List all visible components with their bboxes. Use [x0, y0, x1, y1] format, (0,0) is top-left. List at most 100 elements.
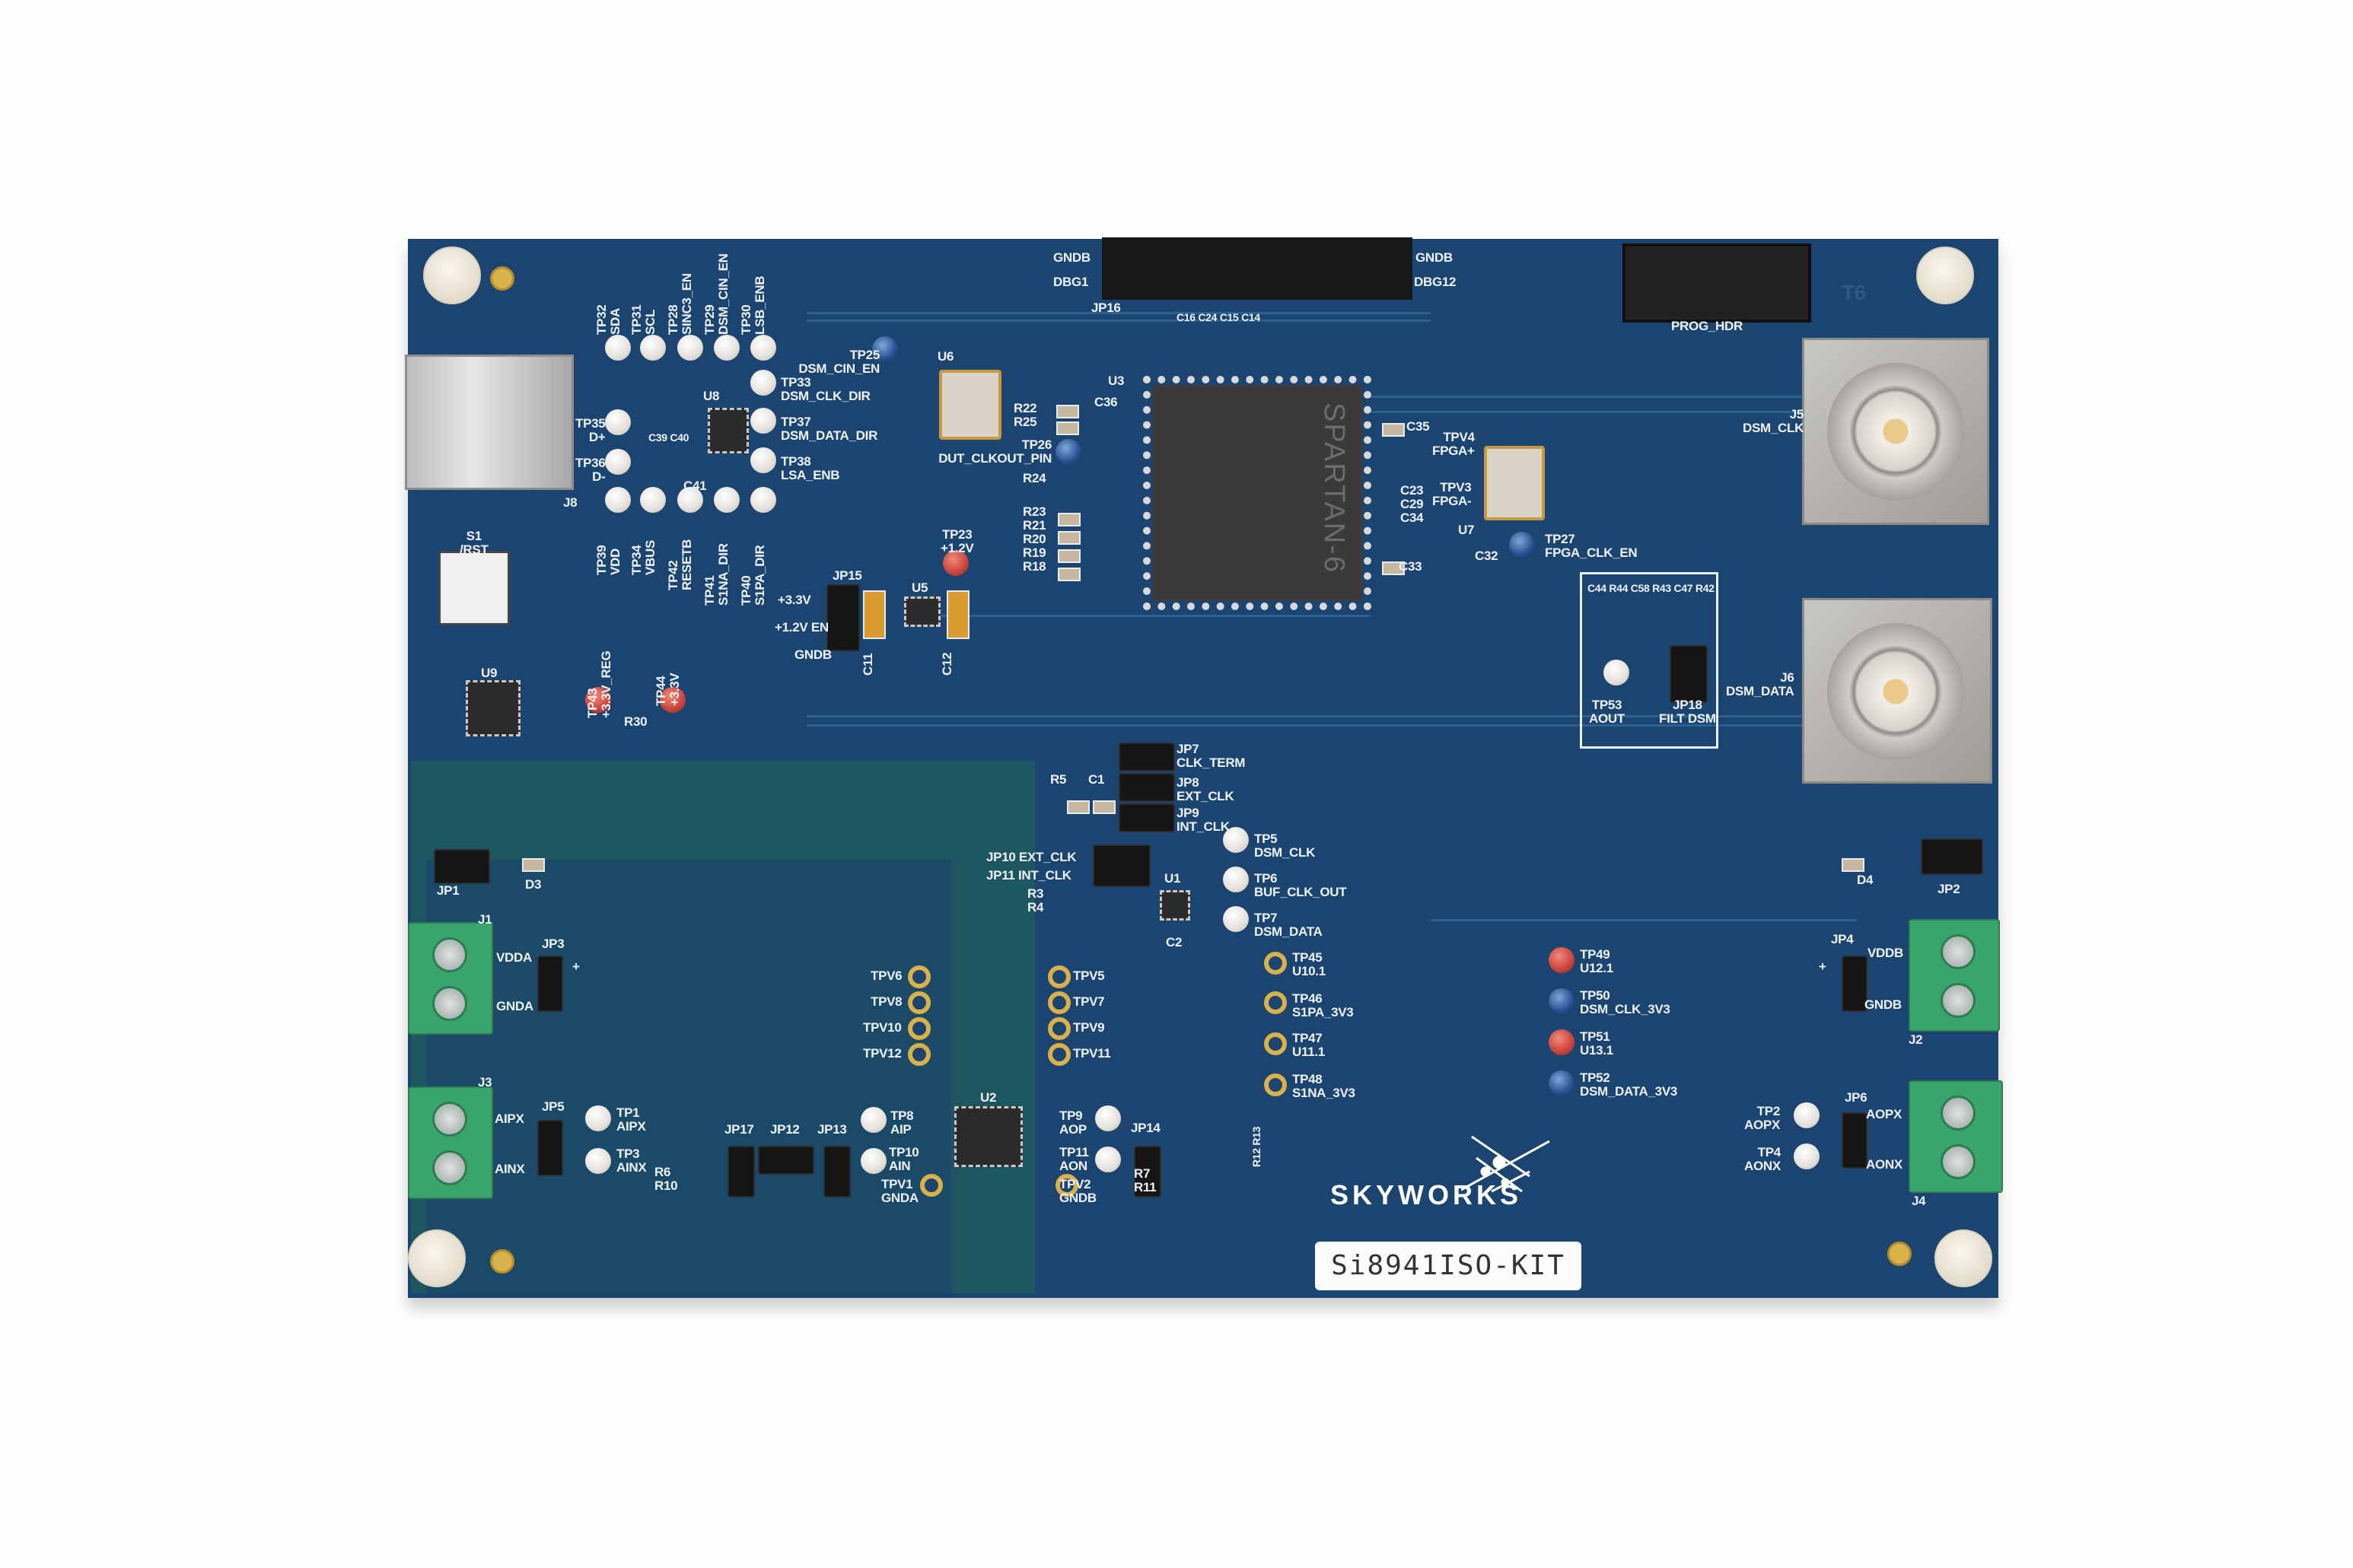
test-point-tp41: [714, 487, 740, 513]
silk-label: GNDA: [496, 999, 533, 1013]
test-point-tp1: [585, 1105, 611, 1131]
silk-label: TP9 AOP: [1059, 1108, 1087, 1137]
silk-label: GNDB: [794, 647, 832, 662]
jumper-jp7: [1119, 743, 1175, 771]
jumper-jp10-jp11: [1093, 844, 1151, 887]
silk-label: JP2: [1937, 882, 1960, 896]
jumper-jp18: [1670, 645, 1708, 703]
mounting-hole: [423, 246, 481, 304]
test-point-tp25: [872, 336, 898, 362]
test-via-tp47: [1264, 1032, 1287, 1055]
silk-label: TPV4 FPGA+: [1432, 430, 1475, 458]
silk-label: S1 /RST: [460, 529, 489, 557]
jumper-jp5: [537, 1120, 563, 1176]
silk-label: U9: [481, 666, 498, 680]
smd-capacitor: [1382, 561, 1405, 575]
skyworks-logo-text: SKYWORKS: [1330, 1179, 1523, 1210]
smd-resistor: [1058, 549, 1081, 563]
silk-label: TP34 VBUS: [629, 539, 658, 575]
silk-label: TP45 U10.1: [1292, 950, 1326, 978]
silk-label: JP11 INT_CLK: [986, 868, 1071, 883]
bnc-connector-j6: [1802, 598, 1992, 784]
test-point-tp33: [750, 370, 776, 396]
mounting-hole: [1916, 246, 1974, 304]
silk-label: U6: [938, 349, 954, 364]
pcb-trace: [913, 615, 1370, 617]
silk-label: TP4 AONX: [1744, 1145, 1781, 1173]
test-point-tp39: [605, 487, 631, 513]
silk-label: +: [1819, 959, 1826, 974]
silk-label: TPV10: [863, 1020, 902, 1035]
test-point-tp42: [677, 487, 703, 513]
silk-label: TP52 DSM_DATA_3V3: [1580, 1070, 1678, 1099]
test-point-tp10: [861, 1148, 887, 1174]
silk-label: +: [572, 959, 580, 974]
smd-resistor: [1058, 531, 1081, 545]
silk-label: J3: [478, 1075, 492, 1089]
smd-resistor: [1067, 800, 1090, 814]
silk-label: R5: [1050, 772, 1067, 787]
test-point-tp29: [714, 335, 740, 361]
fpga-marking: SPARTAN-6: [1317, 402, 1350, 574]
silk-label: U5: [912, 580, 928, 595]
silk-label: TP47 U11.1: [1292, 1031, 1325, 1059]
pcb-trace: [1370, 396, 1902, 398]
terminal-block-j3: [408, 1086, 493, 1199]
jumper-jp3: [537, 956, 563, 1012]
silk-label: C2: [1166, 935, 1183, 949]
test-point-tp49: [1549, 947, 1575, 973]
test-point-tp34: [640, 487, 666, 513]
silk-label: R30: [624, 714, 648, 729]
silk-label: GNDB: [1415, 250, 1453, 265]
silk-label: TP27 FPGA_CLK_EN: [1545, 532, 1638, 560]
terminal-block-j1: [408, 922, 493, 1035]
silk-label: TP3 AINX: [616, 1147, 647, 1175]
silk-label: TP5 DSM_CLK: [1254, 832, 1316, 860]
test-point-tp23: [943, 550, 969, 576]
silk-label: T6: [1842, 281, 1867, 304]
test-point-tp27: [1509, 532, 1535, 558]
silk-label: C36: [1094, 395, 1118, 409]
silk-label: JP6: [1845, 1090, 1867, 1105]
test-via-tpv1: [920, 1174, 943, 1197]
silk-label: TP36 D-: [575, 456, 606, 484]
silk-label: PROG_HDR: [1671, 319, 1743, 333]
silk-label: C12: [940, 652, 954, 676]
silk-label: TP39 VDD: [594, 545, 622, 575]
silk-label: TPV2 GNDB: [1059, 1177, 1097, 1205]
silk-label: TP38 LSA_ENB: [781, 454, 840, 482]
test-point-tp9: [1095, 1105, 1121, 1131]
silk-label: TP42 RESETB: [666, 539, 694, 590]
silk-label: U8: [703, 389, 720, 403]
silk-label: TP41 S1NA_DIR: [702, 543, 731, 606]
jumper-jp6: [1842, 1112, 1867, 1169]
gold-via: [490, 1249, 514, 1274]
usb-bridge-chip-u8: [708, 408, 749, 453]
silk-label: TP6 BUF_CLK_OUT: [1254, 871, 1347, 899]
silk-label: JP3: [542, 937, 565, 951]
test-via-tp45: [1264, 952, 1287, 975]
jumper-jp1: [434, 849, 490, 884]
silk-label: JP10 EXT_CLK: [986, 850, 1077, 864]
mounting-hole: [408, 1229, 466, 1287]
reset-button: [438, 551, 510, 625]
silk-label: JP13: [817, 1122, 847, 1137]
oscillator-u6: [939, 370, 1001, 440]
jumper-jp2: [1921, 838, 1983, 875]
silk-label: J5 DSM_CLK: [1743, 407, 1804, 435]
silk-label: TPV9: [1073, 1020, 1105, 1035]
oscillator-u7: [1484, 446, 1545, 520]
silk-label: TP31 SCL: [629, 304, 658, 335]
silk-label: TP29 DSM_CIN_EN: [702, 253, 731, 335]
test-via-tpv10: [908, 1017, 931, 1040]
silk-label: R12 R13: [1250, 1126, 1262, 1167]
fpga-chip: [1143, 376, 1371, 610]
gold-via: [490, 266, 514, 291]
silk-label: TP11 AON: [1059, 1145, 1089, 1173]
silk-label: TP7 DSM_DATA: [1254, 911, 1323, 939]
silk-label: D4: [1857, 873, 1874, 887]
test-via-tpv8: [908, 991, 931, 1014]
test-point-tp51: [1549, 1029, 1575, 1055]
terminal-block-j4: [1909, 1080, 2003, 1193]
